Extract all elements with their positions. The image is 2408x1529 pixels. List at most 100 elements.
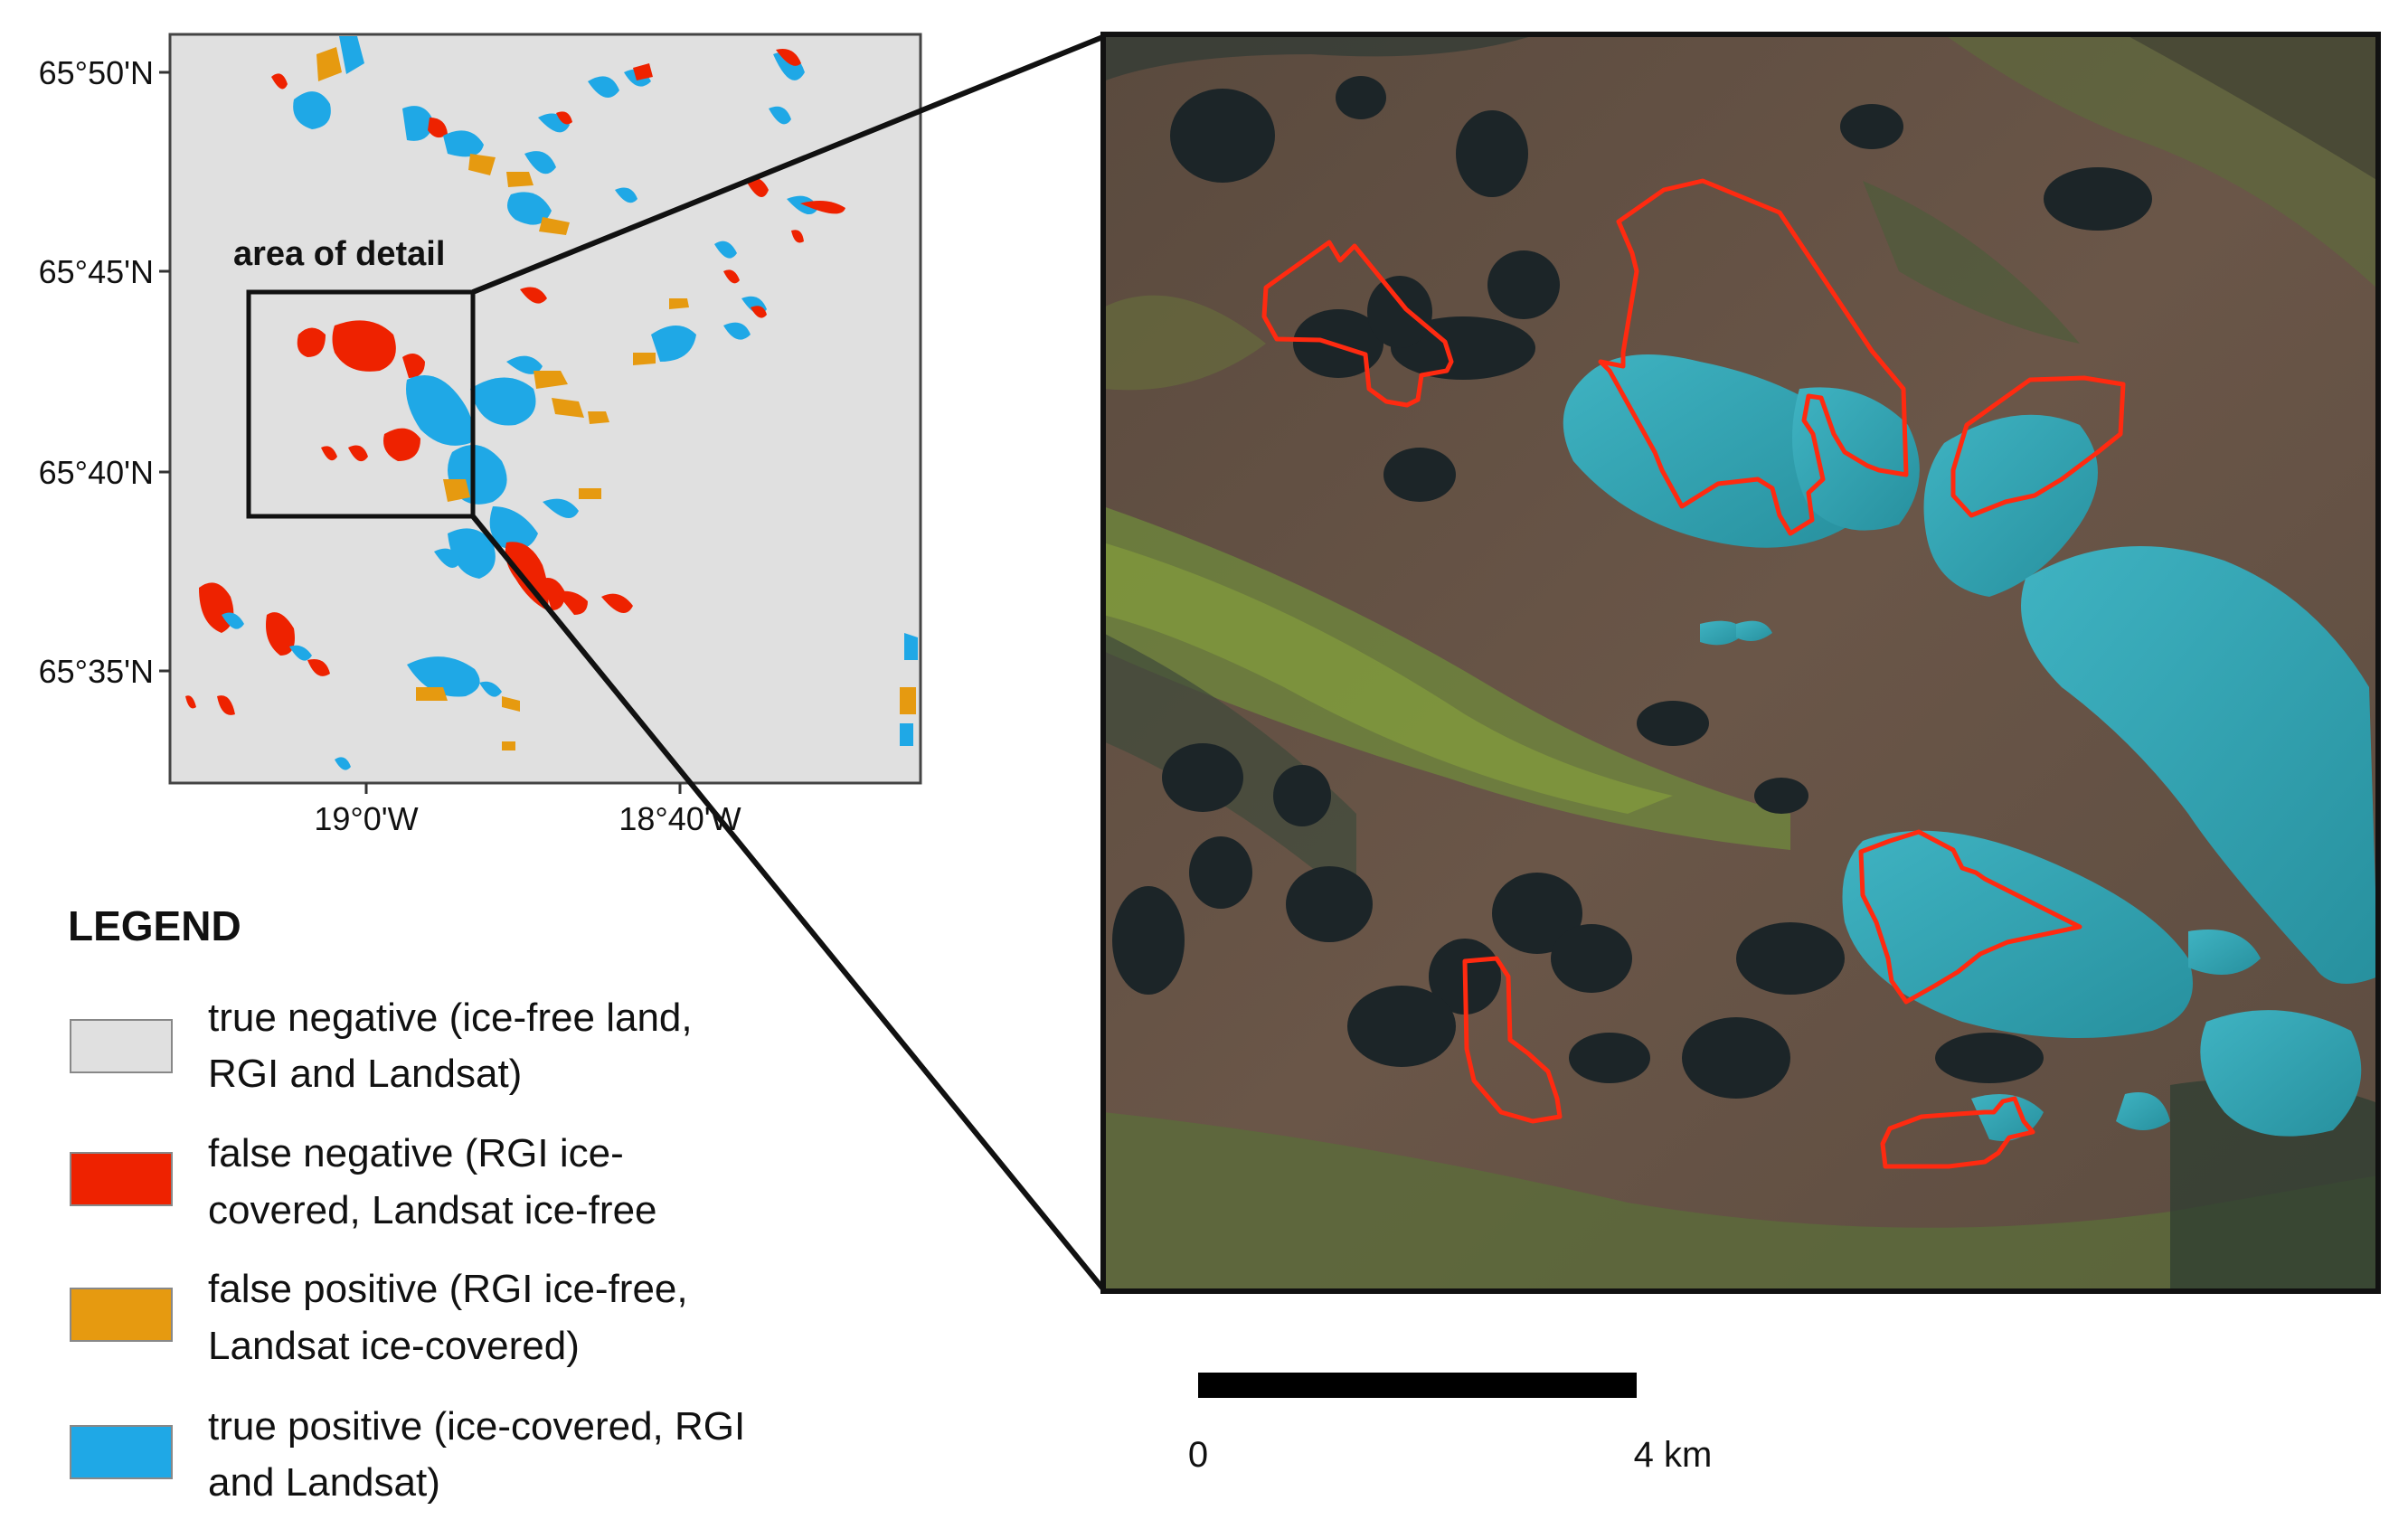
overview-map-background [170, 34, 921, 783]
legend-text-true-positive-line2: and Landsat) [208, 1460, 440, 1505]
patch-true-positive [543, 498, 579, 518]
area-of-detail-label: area of detail [233, 235, 445, 273]
lat-label-65-40: 65°40'N [39, 454, 154, 491]
patch-true-positive [335, 757, 351, 770]
patch-true-positive [289, 645, 312, 661]
legend-text-true-negative-line2: RGI and Landsat) [208, 1052, 522, 1096]
patch-false-negative [723, 269, 740, 284]
ice-body [1700, 620, 1745, 646]
patch-false-negative [271, 73, 288, 90]
ice-body [1736, 620, 1772, 641]
patch-false-negative [601, 593, 633, 613]
terrain-slope [1863, 181, 2080, 344]
patch-false-negative [199, 582, 234, 633]
rgi-outline [1950, 375, 2126, 518]
patch-true-positive [448, 528, 496, 579]
ice-body [2200, 1010, 2362, 1137]
patch-false-positive [316, 47, 342, 81]
overview-map-glacier-patches [185, 36, 918, 770]
legend-text-false-negative-line1: false negative (RGI ice- [208, 1131, 624, 1175]
lon-label-19-0: 19°0'W [314, 800, 418, 837]
patch-false-positive [416, 687, 448, 701]
patch-false-negative [266, 612, 295, 656]
patch-false-positive [506, 172, 534, 187]
patch-true-positive [293, 91, 331, 129]
scale-bar: 0 4 km [1188, 1373, 1712, 1475]
rgi-outlines [1261, 178, 2126, 1169]
ice-body [2188, 930, 2261, 975]
patch-false-negative [307, 659, 330, 676]
patch-false-positive [552, 398, 584, 418]
legend-item-false-positive: false positive (RGI ice-free, Landsat ic… [70, 1267, 688, 1368]
legend-swatch-true-negative [70, 1019, 173, 1073]
connector-lines [470, 33, 1108, 1293]
legend-swatch-true-positive [70, 1425, 173, 1479]
longitude-axis [364, 783, 682, 794]
legend: LEGEND true negative (ice-free land, RGI… [68, 902, 745, 1505]
legend-text-true-positive-line1: true positive (ice-covered, RGI [208, 1404, 745, 1449]
patch-false-negative [383, 428, 420, 461]
patch-true-positive [904, 633, 918, 660]
terrain-slope [1103, 1112, 2378, 1291]
patch-true-positive [339, 36, 364, 74]
patch-true-positive [222, 612, 244, 629]
overview-map-frame [168, 33, 922, 785]
connector-bottom [470, 514, 1108, 1293]
rgi-outline [1598, 178, 1909, 536]
patch-true-positive [900, 723, 913, 746]
patch-true-positive [588, 76, 619, 98]
legend-item-true-negative: true negative (ice-free land, RGI and La… [70, 996, 693, 1096]
patch-true-positive [443, 130, 484, 157]
terrain-slope [1103, 543, 1673, 814]
patch-false-positive [900, 687, 916, 714]
legend-item-true-positive: true positive (ice-covered, RGI and Land… [70, 1404, 745, 1505]
latitude-axis [159, 71, 170, 673]
patch-false-positive [534, 371, 568, 389]
connector-top [471, 33, 1107, 295]
patch-false-negative [746, 177, 769, 197]
patch-true-positive [524, 151, 556, 175]
patch-true-positive [769, 106, 791, 125]
patch-false-negative [185, 695, 196, 709]
patch-false-negative [633, 63, 653, 80]
lat-label-65-50: 65°50'N [39, 54, 154, 91]
patch-true-positive [402, 106, 434, 141]
patch-true-positive [615, 187, 637, 203]
scale-bar-end-label: 4 km [1634, 1435, 1713, 1475]
patch-false-negative [520, 287, 547, 304]
patch-false-positive [468, 154, 496, 175]
patch-true-positive [507, 192, 552, 225]
lat-label-65-35: 65°35'N [39, 653, 154, 690]
patch-true-positive [470, 377, 536, 426]
patch-true-positive [434, 548, 461, 568]
patch-true-positive [479, 681, 502, 697]
ice-body [1971, 1094, 2044, 1141]
legend-item-false-negative: false negative (RGI ice- covered, Landsa… [70, 1131, 657, 1232]
patch-true-positive [651, 326, 696, 362]
satellite-detail [1100, 32, 2381, 1294]
patch-true-positive [506, 355, 543, 374]
satellite-frame [1100, 32, 2381, 1294]
overview-map: 65°50'N 65°45'N 65°40'N 65°35'N 19°0'W 1… [39, 33, 922, 837]
ice-body [2021, 546, 2378, 984]
patch-false-positive [669, 298, 689, 309]
legend-text-false-positive-line2: Landsat ice-covered) [208, 1324, 580, 1368]
patch-false-negative [791, 230, 804, 243]
patch-false-negative [402, 354, 425, 378]
terrain-ridge [2125, 34, 2378, 181]
rgi-outline [1261, 240, 1454, 408]
patch-false-positive [633, 353, 656, 365]
patch-false-positive [443, 479, 470, 502]
patch-false-negative [332, 320, 396, 372]
patch-false-negative [297, 327, 326, 357]
patch-false-negative [428, 118, 448, 138]
ice-body [1563, 354, 1874, 548]
legend-text-false-negative-line2: covered, Landsat ice-free [208, 1188, 657, 1232]
patch-false-positive [588, 411, 609, 424]
patch-false-negative [556, 590, 588, 615]
legend-title: LEGEND [68, 902, 241, 949]
lat-label-65-45: 65°45'N [39, 253, 154, 290]
rgi-outline [1880, 1096, 2035, 1169]
patch-false-negative [543, 578, 565, 610]
